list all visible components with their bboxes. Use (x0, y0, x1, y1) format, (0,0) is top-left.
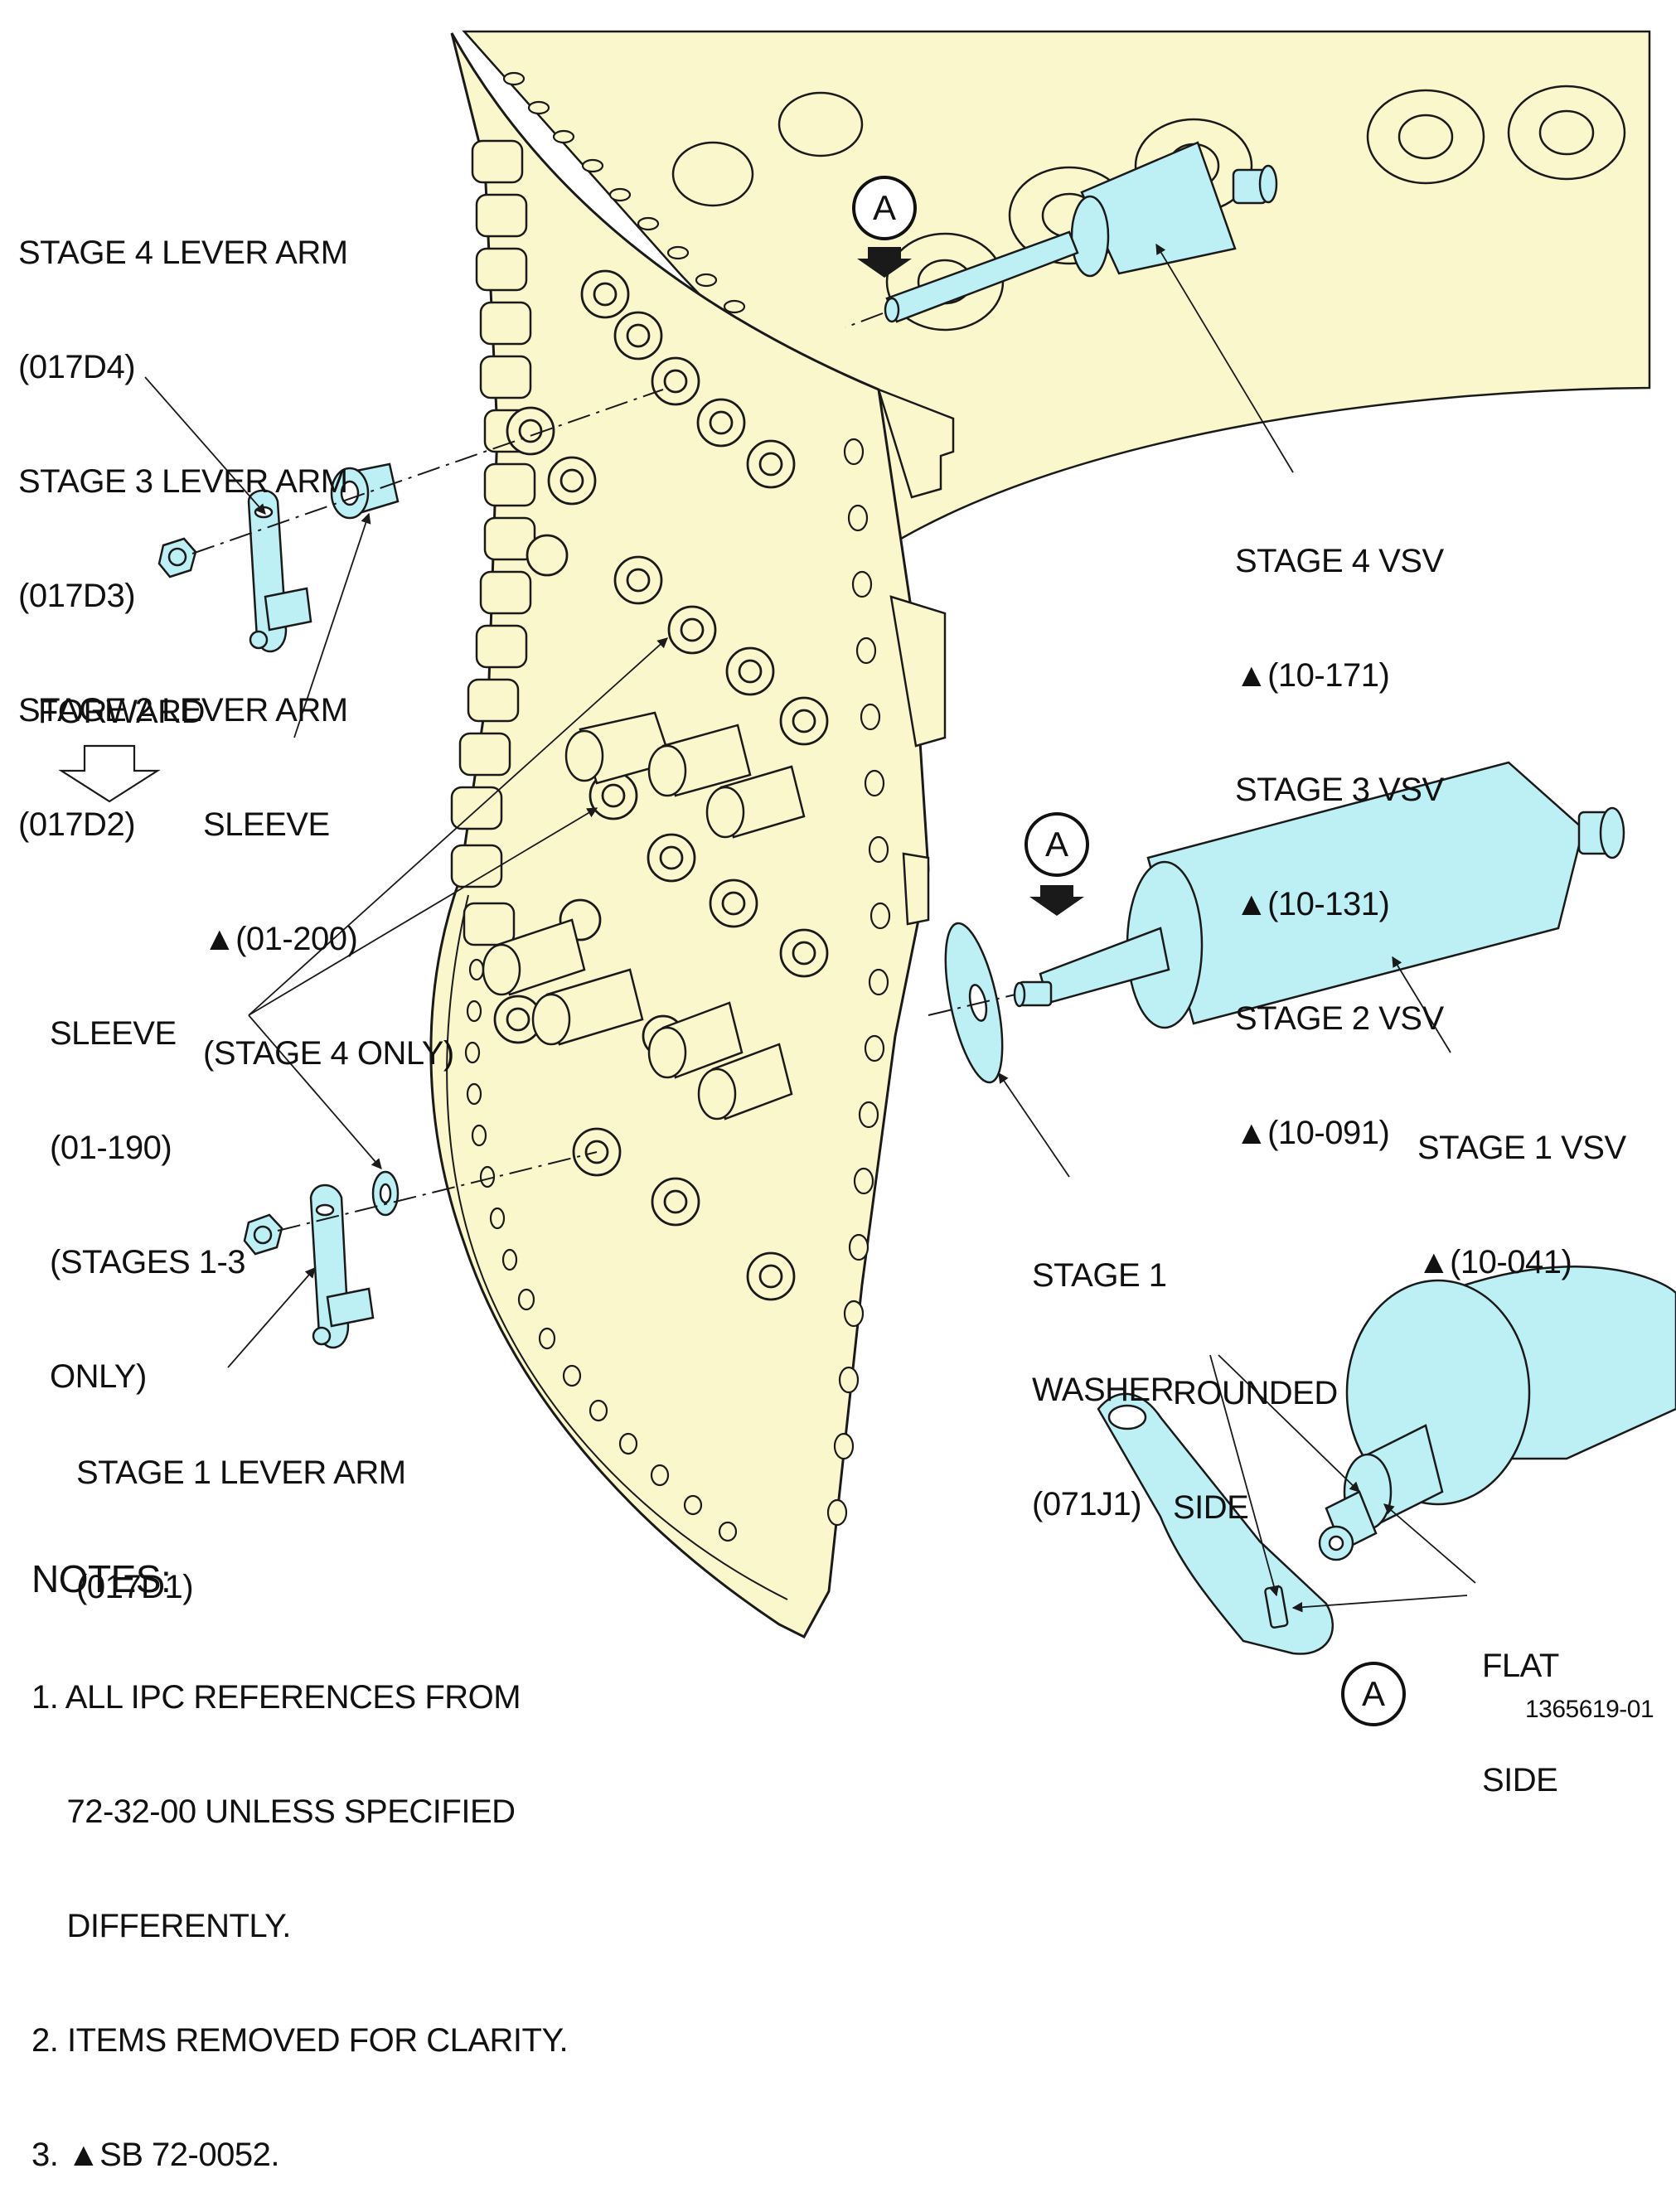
label-line: (017D1) (76, 1569, 194, 1605)
vsv-stages-2-4-label: STAGE 4 VSV ▲(10-171) STAGE 3 VSV ▲(10-1… (1235, 466, 1444, 1190)
label-line: STAGE 1 VSV (1417, 1130, 1626, 1166)
view-a-marker-top: A (852, 176, 917, 240)
vane-bosses (493, 269, 829, 1301)
label-line: (017D3) (18, 578, 136, 614)
label-line: (017D2) (18, 806, 136, 843)
label-line: SLEEVE (50, 1015, 177, 1052)
forward-arrow-icon (58, 744, 161, 803)
rounded-side-label: ROUNDED SIDE (1173, 1298, 1338, 1565)
stage-1-washer (944, 922, 1004, 1084)
label-line: STAGE 1 (1032, 1257, 1167, 1294)
label-line: ROUNDED (1173, 1375, 1338, 1411)
label-line: (071J1) (1032, 1486, 1142, 1522)
note-item: 1. ALL IPC REFERENCES FROM (31, 1679, 521, 1716)
label-line: FLAT (1482, 1648, 1559, 1684)
sleeve-01-190 (371, 1170, 400, 1217)
label-line: SLEEVE (203, 806, 330, 843)
notes-heading: NOTES: (31, 1557, 172, 1600)
label-line: WASHER (1032, 1372, 1175, 1408)
label-line: STAGE 2 VSV (1235, 1000, 1444, 1037)
label-line: ▲(10-041) (1417, 1244, 1572, 1280)
leader-lines (144, 243, 1476, 1613)
stage-1-washer-label: STAGE 1 WASHER (071J1) (1032, 1180, 1175, 1561)
label-line: STAGE 3 LEVER ARM (18, 463, 348, 500)
label-line: (STAGES 1-3 (50, 1244, 246, 1280)
label-line: ▲(10-131) (1235, 886, 1390, 922)
label-line: ▲(10-171) (1235, 657, 1390, 694)
sleeve-01-190-label: SLEEVE (01-190) (STAGES 1-3 ONLY) (50, 938, 246, 1434)
vsv-installation-diagram (58, 30, 1676, 1655)
sleeve-01-200-label: SLEEVE ▲(01-200) (STAGE 4 ONLY) (203, 729, 454, 1111)
stage-1-vsv-label: STAGE 1 VSV ▲(10-041) (1417, 1053, 1626, 1319)
view-a-marker-middle: A (1024, 812, 1089, 877)
flange-notches (877, 387, 955, 926)
label-line: STAGE 2 LEVER ARM (18, 692, 348, 728)
label-line: STAGE 4 LEVER ARM (18, 235, 348, 271)
housing-inner-rim (446, 894, 788, 1600)
label-line: (017D4) (18, 349, 136, 385)
detail-a-view (1097, 1266, 1676, 1655)
label-line: STAGE 3 VSV (1235, 772, 1444, 808)
figure-number: 1365619-01 (1525, 1696, 1654, 1723)
forward-label: FORWARD (38, 694, 205, 730)
label-line: (STAGE 4 ONLY) (203, 1035, 454, 1072)
stage-1-lever-arm (243, 1183, 375, 1349)
stage-2-4-lever-arm (157, 489, 312, 653)
label-line: ▲(01-200) (203, 921, 358, 957)
label-line: SIDE (1173, 1489, 1249, 1526)
stage-1-lever-arm-label: STAGE 1 LEVER ARM (017D1) (76, 1377, 406, 1644)
note-item: DIFFERENTLY. (31, 1908, 291, 1944)
view-a-arrows (857, 247, 1084, 916)
note-item: 72-32-00 UNLESS SPECIFIED (31, 1793, 516, 1830)
flange-holes (826, 438, 891, 1527)
notes-block: NOTES: 1. ALL IPC REFERENCES FROM 72-32-… (31, 1479, 569, 2212)
label-line: ONLY) (50, 1358, 147, 1395)
bushing-tubes (482, 711, 806, 1121)
label-line: (01-190) (50, 1130, 172, 1166)
label-line: SIDE (1482, 1762, 1558, 1798)
label-line: STAGE 4 VSV (1235, 543, 1444, 579)
compressor-ring-upper (462, 30, 1651, 549)
lever-arms-2-4-label: STAGE 4 LEVER ARM (017D4) STAGE 3 LEVER … (18, 157, 348, 882)
note-item: 2. ITEMS REMOVED FOR CLARITY. (31, 2022, 569, 2059)
note-item: 3. ▲SB 72-0052. (31, 2137, 279, 2173)
stage-4-vsv (884, 141, 1278, 323)
detail-a-marker: A (1341, 1662, 1406, 1726)
label-line: ▲(10-091) (1235, 1115, 1390, 1151)
label-line: STAGE 1 LEVER ARM (76, 1454, 406, 1491)
centerlines (191, 312, 1016, 1232)
sleeve-01-200 (330, 462, 400, 520)
